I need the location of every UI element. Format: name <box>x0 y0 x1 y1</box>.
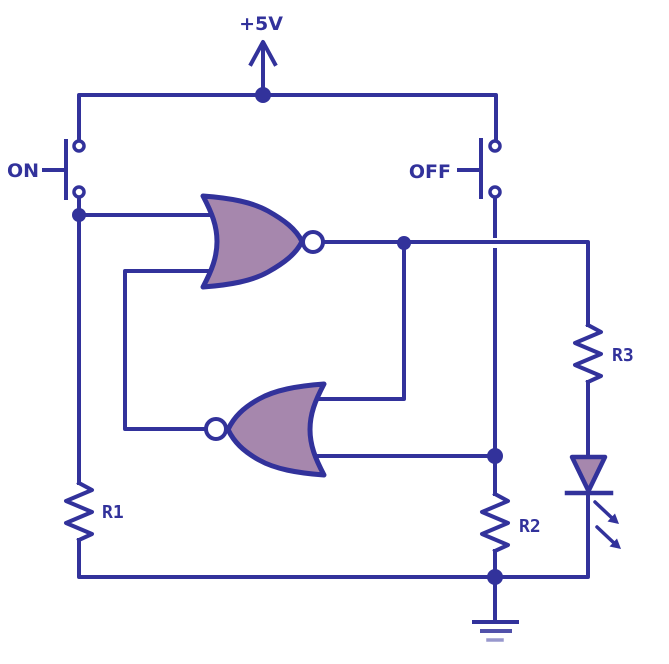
led-triangle <box>569 454 608 494</box>
nor-gate-top-bubble <box>301 230 325 254</box>
bottom-rail-wire <box>77 491 590 579</box>
gate1-output-wire <box>321 240 590 327</box>
junction-power <box>255 87 271 103</box>
resistor-r1-symbol <box>64 480 94 543</box>
resistor-r1-label: R1 <box>102 502 124 523</box>
on-button-label: ON <box>7 160 39 182</box>
feedback-q-bar-wire <box>123 269 216 431</box>
led-arrow-1-head <box>607 513 619 524</box>
on-pushbutton <box>42 139 86 200</box>
led-light-arrows <box>593 500 621 549</box>
led-arrow-1 <box>593 500 614 520</box>
off-button-terminal-top <box>488 139 502 153</box>
power-rail-wire <box>77 93 498 143</box>
resistor-r2-symbol <box>480 491 510 554</box>
junction-reset-node <box>487 448 503 464</box>
nor-gate-top <box>200 193 305 290</box>
resistor-r3-symbol <box>573 322 603 385</box>
resistor-r2-label: R2 <box>519 516 541 537</box>
on-button-terminal-top <box>72 139 86 153</box>
nor-gate-bottom-bubble <box>204 417 228 441</box>
led <box>564 454 621 549</box>
junction-q-output <box>397 236 411 250</box>
junction-ground-node <box>487 569 503 585</box>
off-button-terminal-bottom <box>488 185 502 199</box>
power-arrow-head <box>248 40 278 67</box>
feedback-q-wire <box>310 241 406 401</box>
junction-set-node <box>72 208 86 222</box>
on-button-terminal-bottom <box>72 185 86 199</box>
resistor-r3-label: R3 <box>612 345 634 366</box>
power-label: +5V <box>239 13 283 35</box>
led-arrow-2 <box>595 525 616 545</box>
off-pushbutton <box>457 138 502 199</box>
off-button-label: OFF <box>409 161 451 183</box>
nor-gate-bottom <box>225 381 327 478</box>
led-arrow-2-head <box>609 538 621 549</box>
